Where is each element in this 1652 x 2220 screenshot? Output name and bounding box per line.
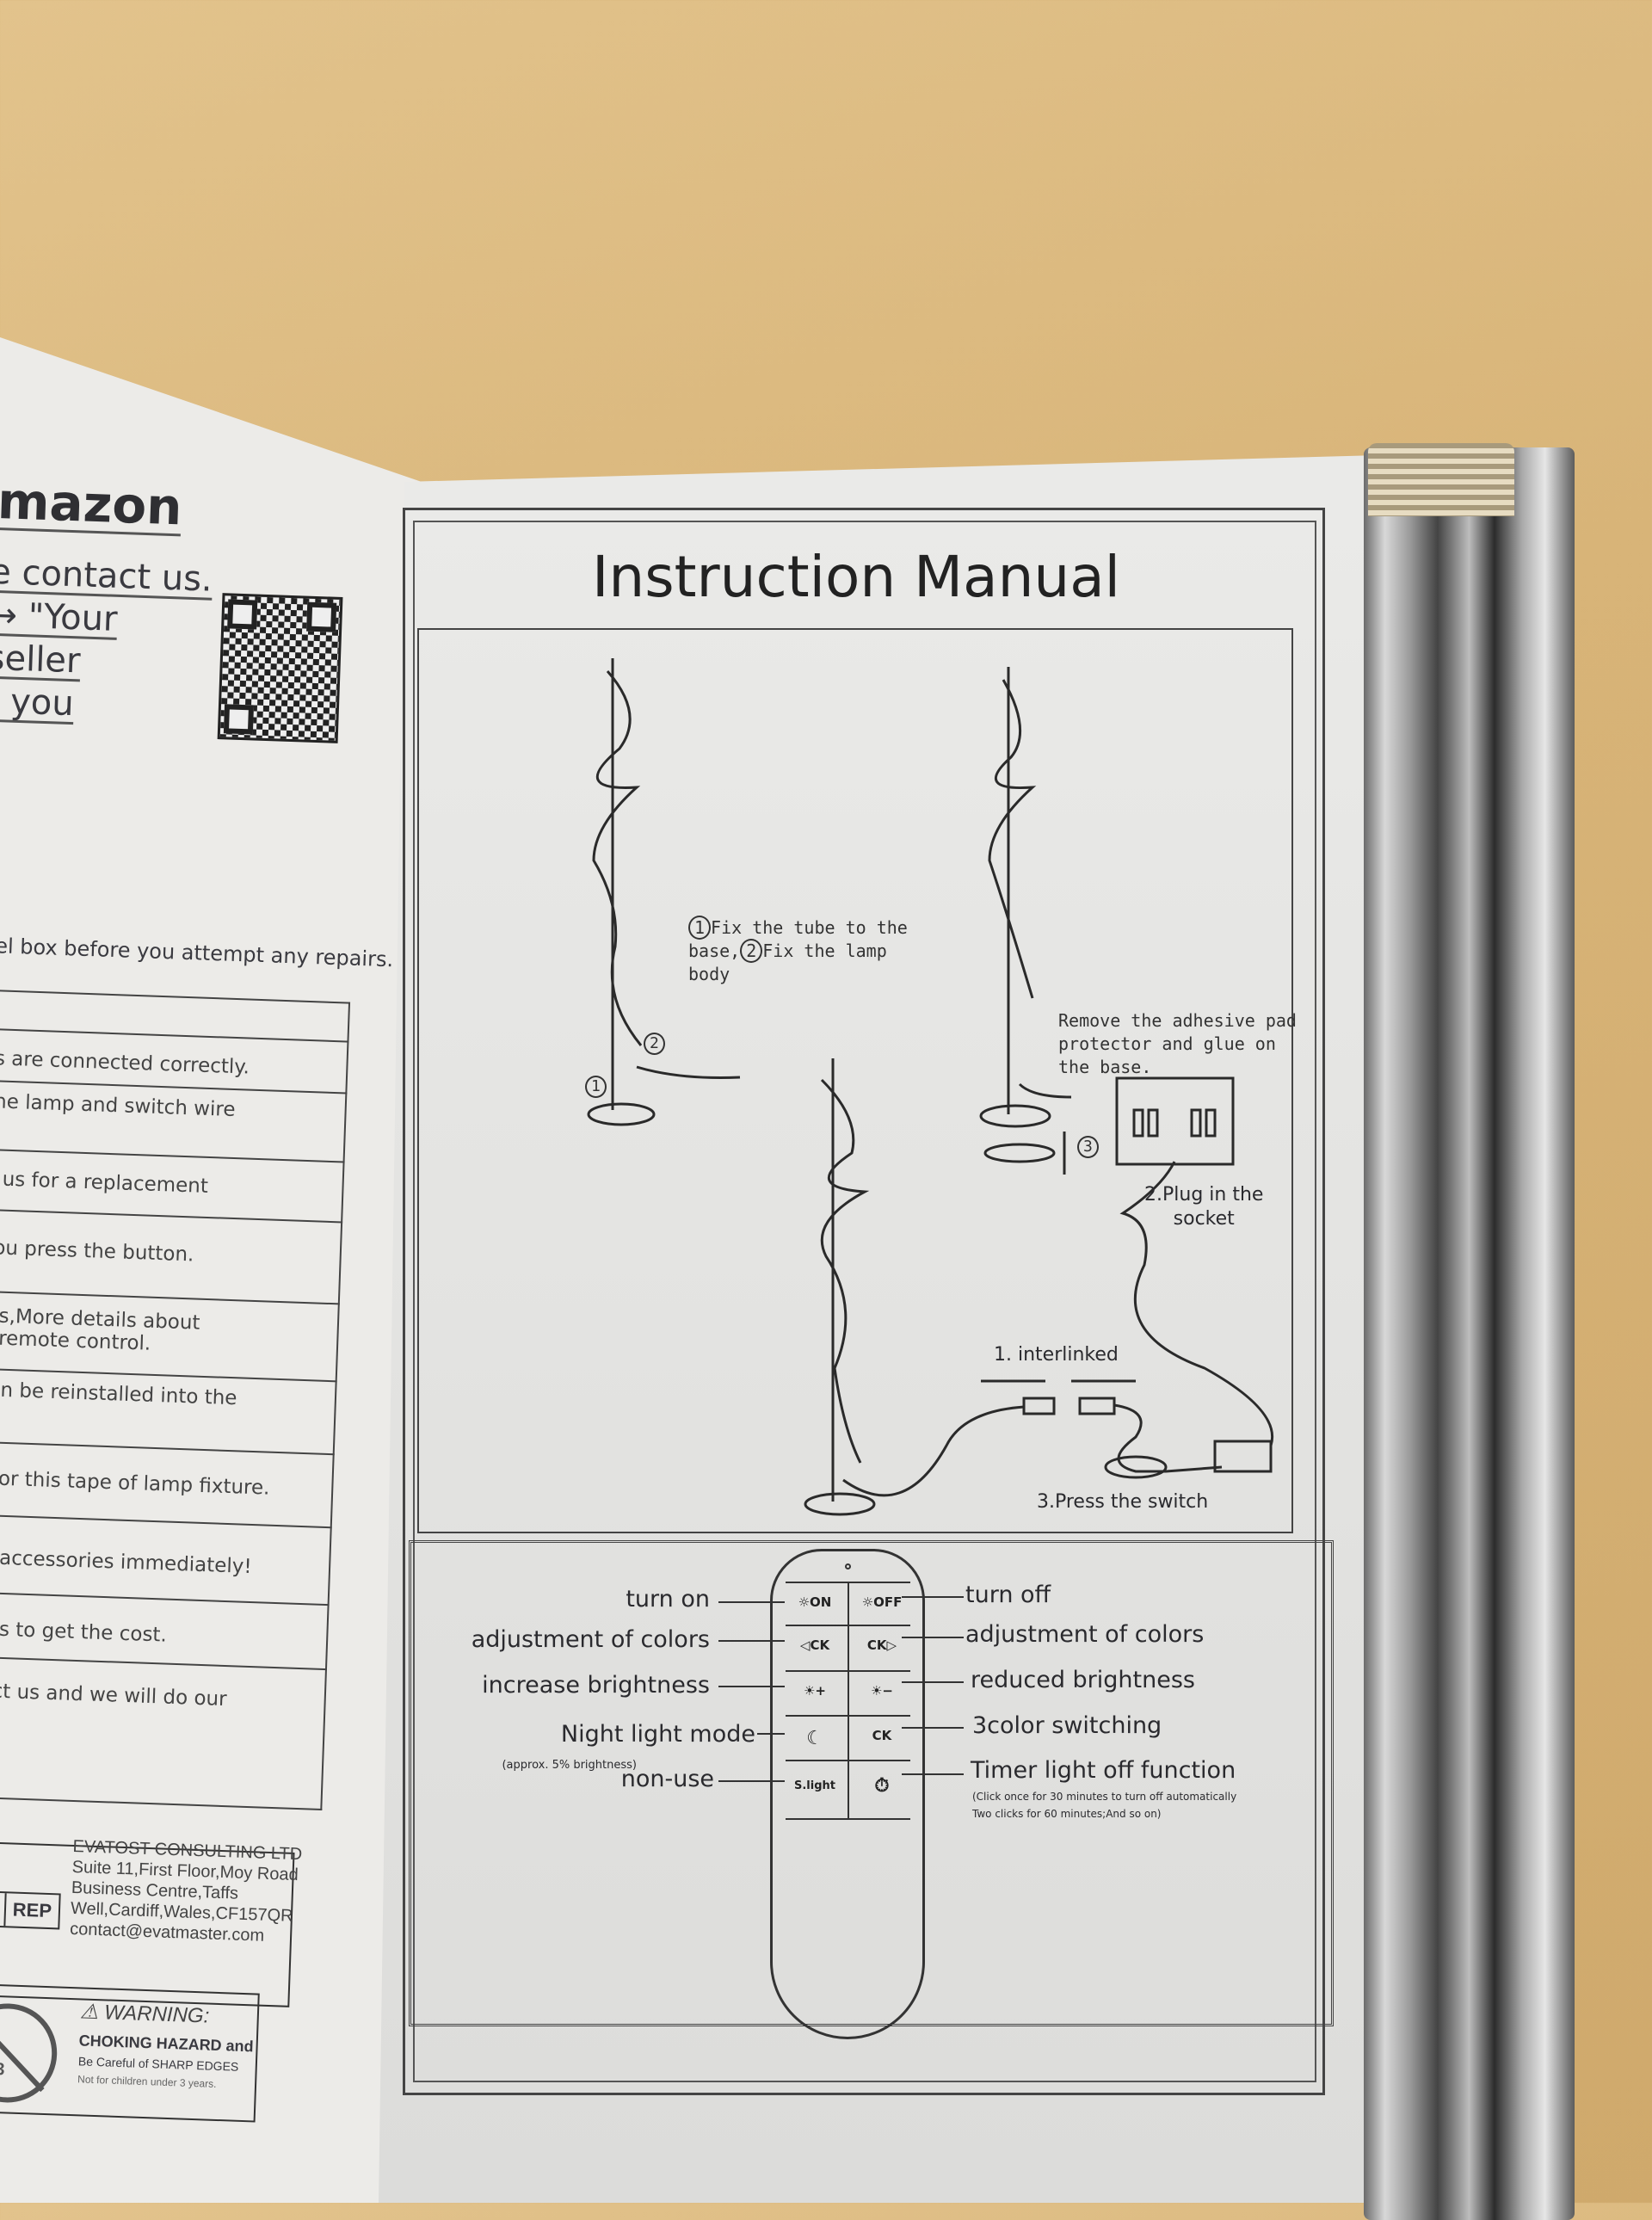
label-night-light: Night light mode: [560, 1721, 755, 1748]
note-line: 2.Plug in the: [1144, 1184, 1264, 1206]
night-light-note: (approx. 5% brightness): [502, 1759, 637, 1772]
step-number: 2: [740, 939, 763, 963]
page-title: Instruction Manual: [591, 544, 1121, 610]
tube-thread: [1368, 443, 1514, 516]
label-increase-brightness: increase brightness: [482, 1672, 710, 1699]
step-note-line: body: [688, 964, 730, 984]
remote-led: [845, 1563, 851, 1569]
s-light-button[interactable]: S.light: [794, 1779, 835, 1792]
timer-button[interactable]: ⏱: [874, 1775, 890, 1797]
step-number-marker: 2: [644, 1033, 665, 1055]
on-button[interactable]: ☼ON: [798, 1594, 832, 1610]
night-light-button[interactable]: ☾: [806, 1728, 823, 1749]
page-inner-frame: [413, 521, 1316, 2082]
label-turn-off: turn off: [965, 1582, 1051, 1608]
label-adjust-colors-left: adjustment of colors: [471, 1626, 710, 1653]
brightness-up-button[interactable]: ☀+: [803, 1683, 826, 1699]
label-timer: Timer light off function: [971, 1757, 1236, 1784]
step-number-marker: 1: [585, 1076, 607, 1098]
label-non-use: non-use: [620, 1766, 714, 1792]
timer-note: (Click once for 30 minutes to turn off a…: [972, 1788, 1236, 1822]
label-3color-switching: 3color switching: [972, 1712, 1162, 1739]
brightness-down-button[interactable]: ☀−: [870, 1683, 893, 1699]
remote-control: ☼ON ☼OFF ◁CK CK▷ ☀+ ☀− ☾ CK S.light ⏱: [770, 1549, 925, 2039]
off-button[interactable]: ☼OFF: [861, 1594, 903, 1610]
step-note-line: base,: [688, 940, 741, 961]
3color-button[interactable]: CK: [872, 1728, 892, 1743]
step-note-line: Fix the lamp: [762, 940, 887, 961]
step-number-marker: 3: [1077, 1136, 1099, 1158]
timer-note-line: Two clicks for 60 minutes;And so on): [972, 1808, 1162, 1820]
note-line: protector and glue on: [1058, 1033, 1276, 1054]
timer-note-line: (Click once for 30 minutes to turn off a…: [972, 1791, 1237, 1803]
lamp-step-1: [587, 658, 741, 1126]
chrome-lamp-tube: [1364, 447, 1575, 2220]
note-line: the base.: [1058, 1057, 1152, 1077]
label-reduced-brightness: reduced brightness: [971, 1667, 1195, 1693]
plug-note: 2.Plug in the socket: [1144, 1183, 1263, 1231]
step-note-line: Fix the tube to the: [711, 917, 908, 938]
note-line: Remove the adhesive pad: [1058, 1010, 1297, 1031]
assembly-diagram-box: [417, 628, 1293, 1533]
lamp-final: [804, 1058, 1273, 1516]
label-adjust-colors-right: adjustment of colors: [965, 1621, 1205, 1648]
label-turn-on: turn on: [626, 1586, 710, 1613]
color-left-button[interactable]: ◁CK: [799, 1637, 830, 1653]
adhesive-note: Remove the adhesive pad protector and gl…: [1058, 1009, 1297, 1079]
step-number: 1: [688, 916, 712, 940]
interlinked-label: 1. interlinked: [994, 1344, 1119, 1366]
color-right-button[interactable]: CK▷: [866, 1637, 897, 1653]
note-line: socket: [1173, 1208, 1235, 1230]
press-switch-label: 3.Press the switch: [1037, 1491, 1209, 1513]
wall-socket: [1115, 1076, 1235, 1166]
lamp-step-3: [979, 667, 1072, 1175]
page-outer-frame: [403, 508, 1325, 2095]
